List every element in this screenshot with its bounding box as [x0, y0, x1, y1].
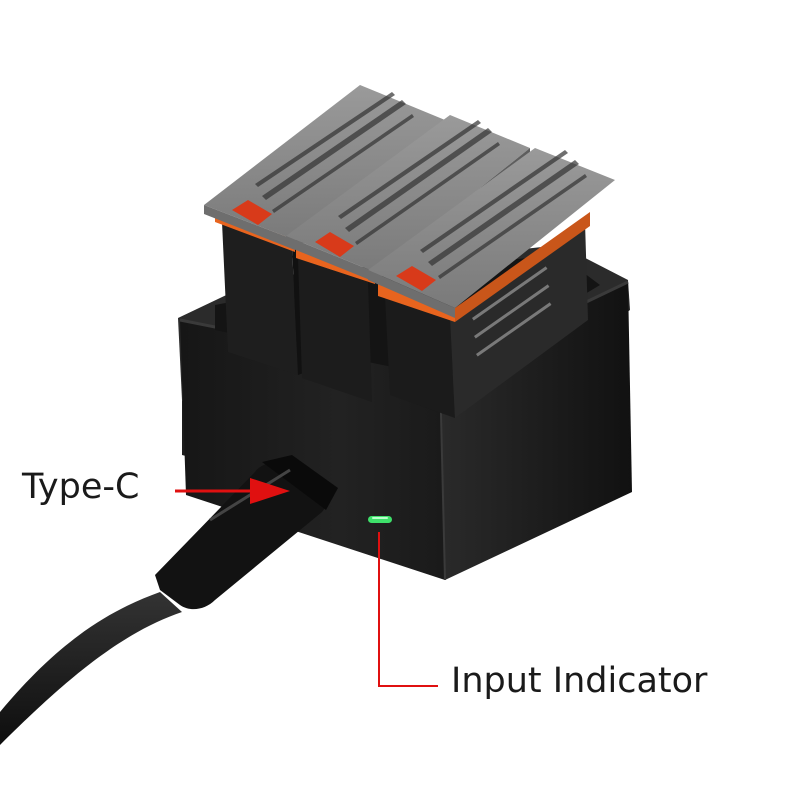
input-indicator-label: Input Indicator: [451, 661, 708, 701]
type-c-callout-arrow: [175, 478, 290, 504]
led-highlight: [372, 517, 388, 519]
battery-3: [368, 148, 615, 418]
input-indicator-callout-line: [378, 532, 438, 687]
usb-c-plug-icon: [155, 462, 329, 610]
type-c-label: Type-C: [22, 467, 140, 507]
